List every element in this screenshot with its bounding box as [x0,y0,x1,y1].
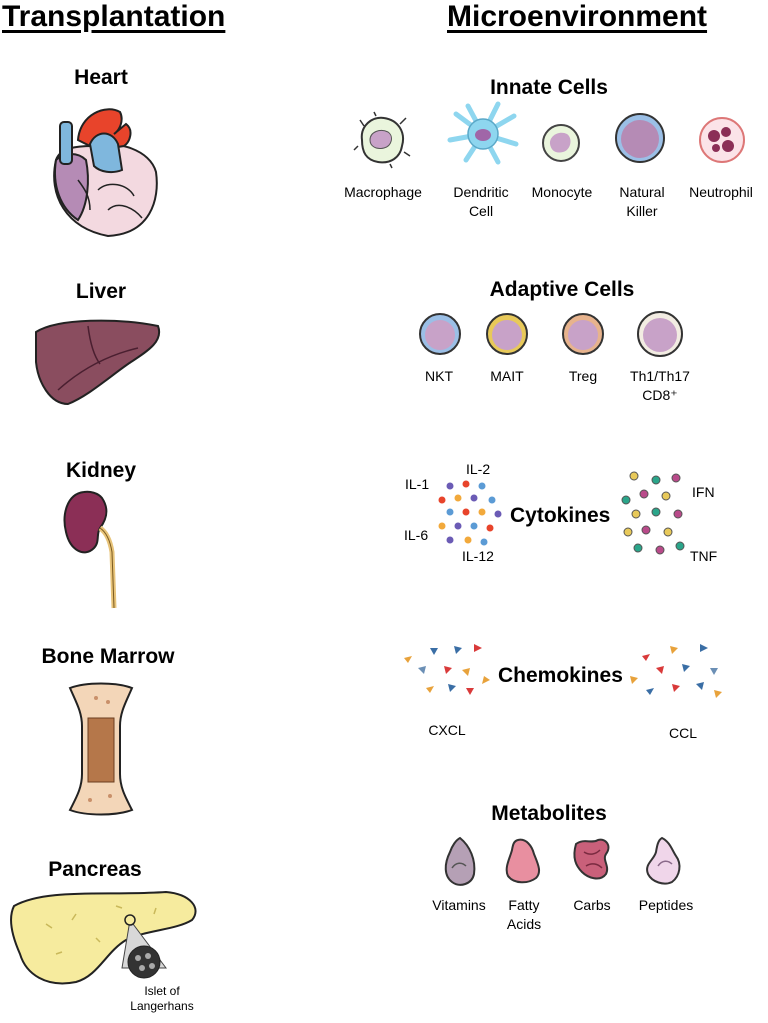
vitamins-shape [444,836,476,886]
liver-title: Liver [75,280,127,303]
fatty-line2: Acids [506,916,542,932]
natural-killer-label: Natural Killer [619,183,664,221]
cxcl-particles [404,644,490,695]
treg-label: Treg [568,368,598,384]
microenvironment-header: Microenvironment [447,0,708,33]
macrophage-cell [353,111,411,169]
mait-cell [486,313,528,355]
islet-line1: Islet of [144,984,180,998]
liver-illustration [35,319,161,406]
carbs-shape [573,838,610,880]
bone-marrow-title: Bone Marrow [41,645,175,668]
vitamins-label: Vitamins [432,897,486,913]
transplantation-header: Transplantation [2,0,226,33]
heart-title: Heart [74,66,128,89]
interleukin-particles [438,480,502,546]
fatty-acids-label: Fatty Acids [507,896,541,934]
adaptive-cells-title: Adaptive Cells [489,278,635,301]
monocyte-label: Monocyte [531,184,593,200]
peptides-label: Peptides [638,897,694,913]
neutrophil-label: Neutrophil [689,184,753,200]
th-line1: Th1/Th17 [630,368,690,384]
pancreas-illustration [10,890,197,985]
il1-label: IL-1 [405,476,430,492]
mait-label: MAIT [490,368,524,384]
th-line2: CD8⁺ [642,387,678,403]
neutrophil-cell [699,117,745,163]
dendritic-line1: Dendritic [453,184,509,200]
heart-illustration [53,108,158,238]
islet-line2: Langerhans [130,999,194,1013]
cxcl-label: CXCL [428,722,466,738]
fatty-acids-shape [505,838,541,884]
dendritic-cell-label: Dendritic Cell [453,183,508,221]
innate-cells-title: Innate Cells [490,76,608,99]
macrophage-label: Macrophage [344,184,422,200]
nkt-label: NKT [425,368,453,384]
th-cd8-cell [637,311,683,357]
bone-marrow-illustration [68,682,134,816]
monocyte-cell [542,124,580,162]
metabolites-title: Metabolites [491,802,607,825]
dendritic-line2: Cell [468,203,494,219]
ccl-label: CCL [668,725,698,741]
ifn-label: IFN [692,484,715,500]
ifn-tnf-particles [621,471,685,555]
treg-cell [562,313,604,355]
kidney-title: Kidney [65,459,137,482]
carbs-label: Carbs [573,897,611,913]
fatty-line1: Fatty [508,897,540,913]
kidney-illustration [63,490,117,609]
natural-killer-cell [615,113,665,163]
dendritic-cell [447,101,519,165]
natural-killer-line1: Natural [619,184,665,200]
cytokines-title: Cytokines [510,504,611,527]
islet-label: Islet of Langerhans [130,984,193,1014]
th-cd8-label: Th1/Th17 CD8⁺ [630,367,690,405]
il12-label: IL-12 [462,548,494,564]
il2-label: IL-2 [466,461,491,477]
ccl-particles [630,644,722,698]
peptides-shape [646,836,681,885]
chemokines-title: Chemokines [498,664,623,687]
pancreas-title: Pancreas [48,858,142,881]
nkt-cell [419,313,461,355]
tnf-label: TNF [690,548,718,564]
il6-label: IL-6 [404,527,429,543]
natural-killer-line2: Killer [626,203,658,219]
